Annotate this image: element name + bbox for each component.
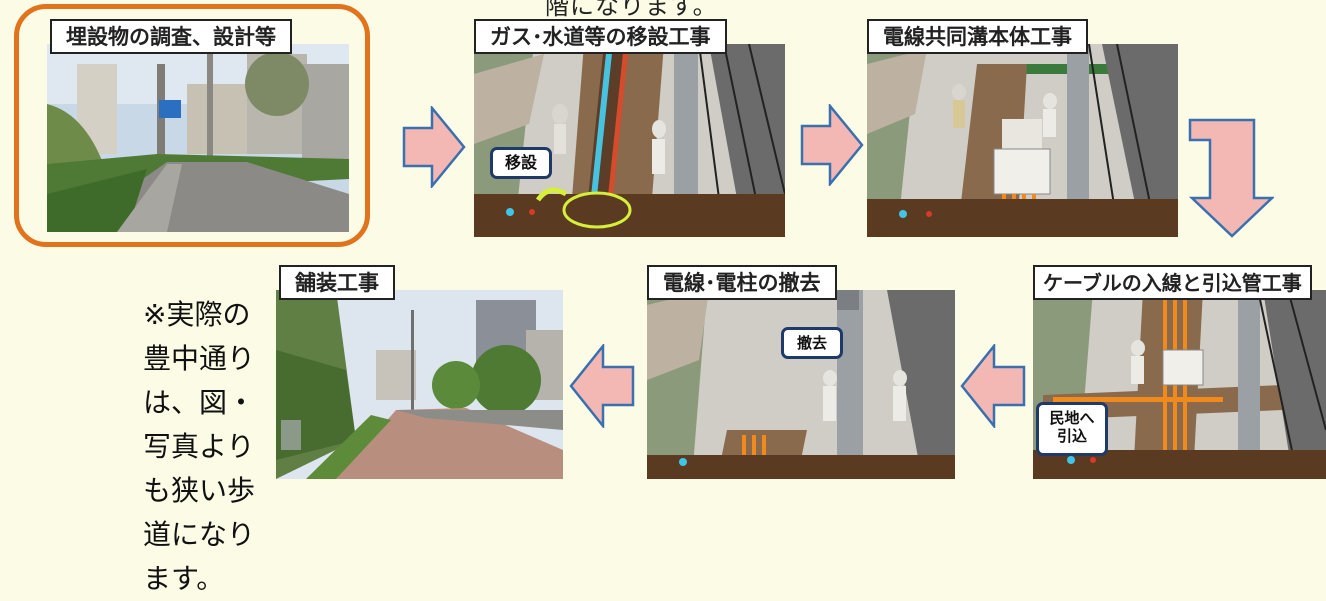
- service-callout-line2: 引込: [1056, 427, 1087, 445]
- arrow-right-icon: [402, 106, 466, 188]
- highlight-frame: [14, 4, 370, 247]
- service-callout: 民地へ 引込: [1036, 402, 1108, 456]
- remove-callout: 撤去: [781, 327, 843, 359]
- top-note: 階になります。: [545, 0, 718, 20]
- arrow-left-icon: [960, 344, 1026, 428]
- paving-photo: [276, 290, 563, 479]
- step-label-cable: ケーブルの入線と引込管工事: [1033, 265, 1312, 300]
- arrow-down-icon: [1188, 118, 1274, 238]
- trench-illustration: [867, 44, 1178, 237]
- step-label-relocation: ガス･水道等の移設工事: [474, 19, 727, 54]
- side-note: ※実際の豊中通りは、図・写真よりも狭い歩道になります。: [143, 298, 256, 595]
- arrow-left-icon: [569, 344, 635, 428]
- survey-photo: [47, 44, 349, 232]
- service-callout-line1: 民地へ: [1049, 409, 1095, 427]
- step-label-survey: 埋設物の調査、設計等: [50, 19, 292, 54]
- relocate-callout: 移設: [490, 147, 552, 179]
- arrow-right-icon: [800, 104, 864, 186]
- step-label-trench: 電線共同溝本体工事: [867, 19, 1088, 54]
- relocation-illustration: [474, 44, 785, 237]
- step-label-removal: 電線･電柱の撤去: [647, 265, 837, 300]
- removal-illustration: [647, 290, 955, 479]
- step-label-paving: 舗装工事: [279, 265, 395, 300]
